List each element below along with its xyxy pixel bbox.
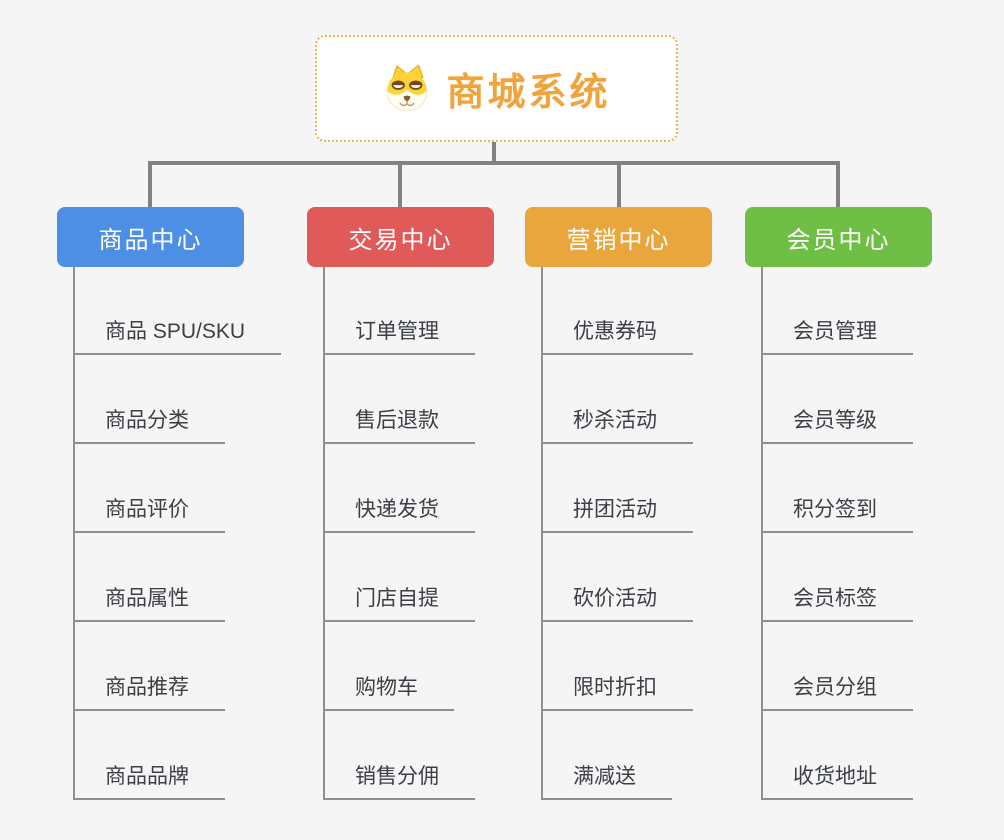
topic-node[interactable]: 会员标签 [761, 576, 913, 622]
topic-node[interactable]: 优惠券码 [541, 309, 693, 355]
topic-node[interactable]: 限时折扣 [541, 665, 693, 711]
topic-node[interactable]: 会员管理 [761, 309, 913, 355]
branch-trunk-line [323, 267, 325, 800]
topic-node[interactable]: 商品属性 [73, 576, 225, 622]
branch-member-center: 会员中心 会员管理 会员等级 积分签到 会员标签 会员分组 收货地址 [745, 207, 995, 840]
topic-node[interactable]: 商品品牌 [73, 754, 225, 800]
topic-node[interactable]: 积分签到 [761, 487, 913, 533]
topic-node[interactable]: 拼团活动 [541, 487, 693, 533]
topic-node[interactable]: 满减送 [541, 754, 672, 800]
branch-trade-center: 交易中心 订单管理 售后退款 快递发货 门店自提 购物车 销售分佣 [307, 207, 557, 840]
connector-drop-line [836, 161, 840, 209]
topic-node[interactable]: 秒杀活动 [541, 398, 693, 444]
connector-drop-line [148, 161, 152, 209]
branch-product-center: 商品中心 商品 SPU/SKU 商品分类 商品评价 商品属性 商品推荐 商品品牌 [57, 207, 307, 840]
connector-horizontal-line [148, 161, 840, 165]
connector-root-stem [492, 139, 496, 163]
topic-node[interactable]: 商品评价 [73, 487, 225, 533]
branch-marketing-center: 营销中心 优惠券码 秒杀活动 拼团活动 砍价活动 限时折扣 满减送 [525, 207, 775, 840]
topic-node[interactable]: 会员分组 [761, 665, 913, 711]
dog-face-icon [387, 65, 428, 112]
branch-trunk-line [541, 267, 543, 800]
connector-drop-line [617, 161, 621, 209]
topic-node[interactable]: 会员等级 [761, 398, 913, 444]
branch-trunk-line [761, 267, 763, 800]
topic-node[interactable]: 收货地址 [761, 754, 913, 800]
root-node[interactable]: 商城系统 [315, 35, 678, 142]
topic-node[interactable]: 售后退款 [323, 398, 475, 444]
topic-node[interactable]: 销售分佣 [323, 754, 475, 800]
branch-node-trade-center[interactable]: 交易中心 [307, 207, 494, 267]
topic-node[interactable]: 商品推荐 [73, 665, 225, 711]
topic-node[interactable]: 商品 SPU/SKU [73, 309, 282, 355]
root-title: 商城系统 [446, 72, 611, 114]
connector-drop-line [398, 161, 402, 209]
topic-node[interactable]: 快递发货 [323, 487, 475, 533]
topic-node[interactable]: 砍价活动 [541, 576, 693, 622]
branch-node-member-center[interactable]: 会员中心 [745, 207, 932, 267]
topic-node[interactable]: 购物车 [323, 665, 454, 711]
branch-node-product-center[interactable]: 商品中心 [57, 207, 244, 267]
topic-node[interactable]: 门店自提 [323, 576, 475, 622]
branch-trunk-line [73, 267, 75, 800]
branch-node-marketing-center[interactable]: 营销中心 [525, 207, 712, 267]
topic-node[interactable]: 商品分类 [73, 398, 225, 444]
topic-node[interactable]: 订单管理 [323, 309, 475, 355]
